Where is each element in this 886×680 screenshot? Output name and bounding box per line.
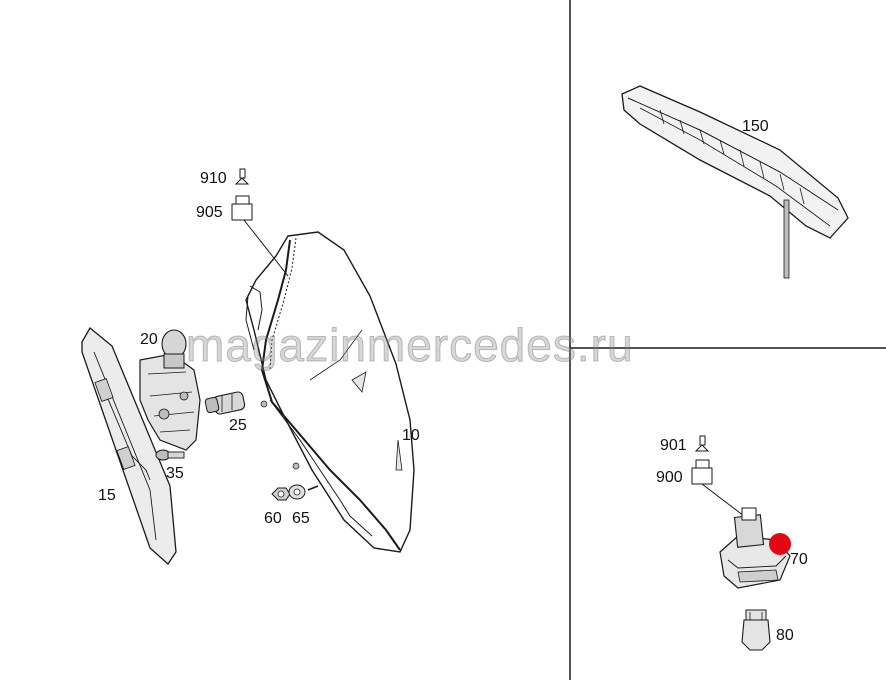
part-65-washer[interactable] (288, 484, 319, 500)
part-35-screw[interactable] (155, 449, 185, 461)
callout-label-65: 65 (292, 510, 310, 527)
callout-label-60: 60 (264, 510, 282, 527)
part-15-trim-panel[interactable] (81, 327, 177, 565)
part-150-brake-light[interactable] (621, 85, 849, 279)
callout-label-70: 70 (790, 551, 808, 568)
callout-label-35: 35 (166, 465, 184, 482)
callout-label-15: 15 (98, 487, 116, 504)
callout-label-900: 900 (656, 469, 683, 486)
callout-label-901: 901 (660, 437, 687, 454)
bulb-socket-icon (694, 435, 710, 452)
callout-label-25: 25 (229, 417, 247, 434)
part-25-bulb[interactable] (204, 391, 246, 415)
callout-label-150: 150 (742, 118, 769, 135)
callout-label-910: 910 (200, 170, 227, 187)
part-80-bulb[interactable] (741, 609, 771, 651)
connector-icon (691, 459, 713, 485)
part-20-bulb-carrier[interactable] (139, 329, 201, 451)
callout-label-80: 80 (776, 627, 794, 644)
highlight-marker[interactable] (769, 533, 791, 555)
callout-line-900 (701, 483, 745, 517)
part-60-nut[interactable] (271, 487, 291, 501)
part-10-tail-lamp[interactable] (245, 231, 415, 553)
callout-line-905 (243, 219, 289, 277)
connector-icon (231, 195, 253, 221)
callout-label-905: 905 (196, 204, 223, 221)
callout-label-10: 10 (402, 427, 420, 444)
bulb-socket-icon (234, 168, 250, 185)
callout-label-20: 20 (140, 331, 158, 348)
